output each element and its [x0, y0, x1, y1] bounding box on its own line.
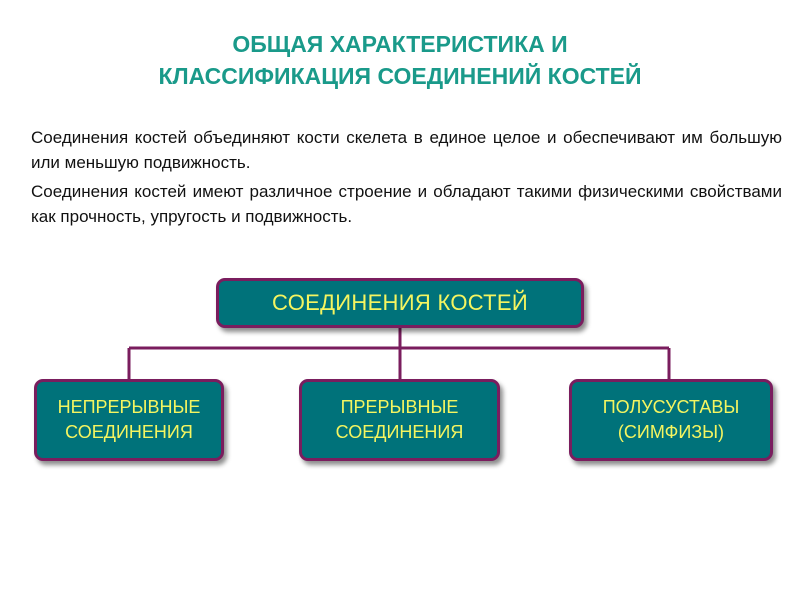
- page-title-line-1: ОБЩАЯ ХАРАКТЕРИСТИКА И: [232, 31, 568, 57]
- paragraph-1: Соединения костей объединяют кости скеле…: [31, 128, 782, 172]
- page-title: ОБЩАЯ ХАРАКТЕРИСТИКА И КЛАССИФИКАЦИЯ СОЕ…: [0, 28, 800, 92]
- node-discontinuous-line-1: ПРЕРЫВНЫЕ: [340, 397, 459, 417]
- node-discontinuous-line-2: СОЕДИНЕНИЯ: [335, 422, 464, 442]
- diagram-connectors: [127, 328, 671, 380]
- classification-diagram: СОЕДИНЕНИЯ КОСТЕЙ НЕПРЕРЫВНЫЕ СОЕДИНЕНИЯ…: [0, 270, 800, 470]
- root-node-bone-joints: СОЕДИНЕНИЯ КОСТЕЙ: [216, 278, 584, 328]
- node-continuous-line-2: СОЕДИНЕНИЯ: [65, 422, 193, 442]
- node-discontinuous-joints: ПРЕРЫВНЫЕ СОЕДИНЕНИЯ: [299, 379, 500, 461]
- page-title-line-2: КЛАССИФИКАЦИЯ СОЕДИНЕНИЙ КОСТЕЙ: [158, 63, 642, 89]
- root-node-label: СОЕДИНЕНИЯ КОСТЕЙ: [271, 290, 529, 315]
- node-symphyses-line-2: (СИМФИЗЫ): [617, 422, 725, 442]
- node-symphyses-line-1: ПОЛУСУСТАВЫ: [602, 397, 740, 417]
- paragraph-2: Соединения костей имеют различное строен…: [31, 182, 782, 226]
- body-text: Соединения костей объединяют кости скеле…: [31, 125, 782, 233]
- node-continuous-joints: НЕПРЕРЫВНЫЕ СОЕДИНЕНИЯ: [34, 379, 224, 461]
- node-symphyses: ПОЛУСУСТАВЫ (СИМФИЗЫ): [569, 379, 773, 461]
- node-continuous-line-1: НЕПРЕРЫВНЫЕ: [57, 397, 201, 417]
